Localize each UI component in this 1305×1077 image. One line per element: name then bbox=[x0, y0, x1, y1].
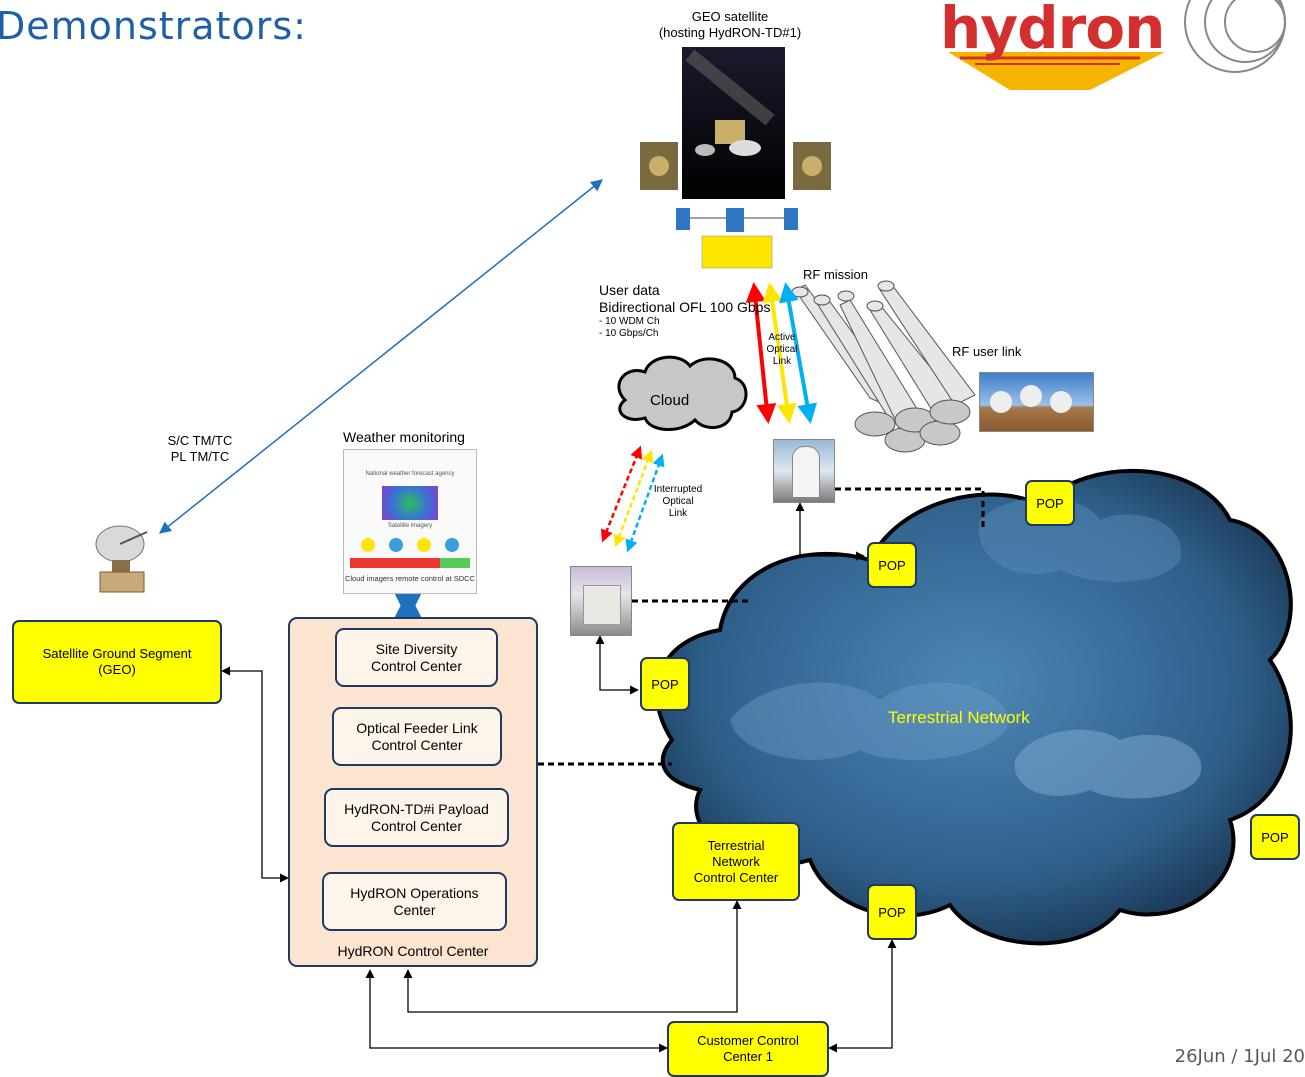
weather-imagery-text: Satellite imagery bbox=[387, 523, 433, 529]
sc-tmtc-label: S/C TM/TC PL TM/TC bbox=[167, 433, 233, 464]
footer-date: 26Jun / 1Jul 20 bbox=[1174, 1046, 1305, 1067]
page-title: Demonstrators: bbox=[0, 4, 307, 48]
rf-mission-beams bbox=[791, 280, 976, 453]
pop-node-top-right: POP bbox=[1025, 480, 1075, 526]
hydron-control-center-label: HydRON Control Center bbox=[337, 943, 489, 959]
cloud-imager-icons bbox=[354, 538, 466, 554]
payload-diagram bbox=[676, 208, 798, 269]
user-data-label: User data Bidirectional OFL 100 Gbps - 1… bbox=[599, 282, 771, 339]
active-optical-link-label: Active Optical Link bbox=[766, 332, 798, 367]
hydron-logo-text: hydron bbox=[940, 0, 1165, 62]
dashed-connections bbox=[538, 487, 985, 766]
partner-logo bbox=[1184, 0, 1286, 73]
weather-monitoring-panel: National weather forecast agency Satelli… bbox=[343, 449, 477, 594]
pop-node-ground-station-1: POP bbox=[640, 657, 690, 711]
pop-node-bottom: POP bbox=[867, 884, 917, 940]
satellite-imagery-thumbnail bbox=[382, 486, 438, 520]
weather-monitoring-label: Weather monitoring bbox=[343, 429, 465, 445]
geo-satellite-label: GEO satellite (hosting HydRON-TD#1) bbox=[658, 9, 802, 40]
terrestrial-network-label: Terrestrial Network bbox=[888, 708, 1030, 727]
weather-agency-text: National weather forecast agency bbox=[365, 471, 455, 477]
cloud-label: Cloud bbox=[650, 392, 690, 409]
active-optical-link-arrows bbox=[745, 282, 818, 424]
interrupted-optical-link-label: Interrupted Optical Link bbox=[653, 484, 703, 519]
rf-user-terminal-photo bbox=[979, 372, 1094, 432]
rf-user-link-label: RF user link bbox=[952, 344, 1022, 359]
satellite-ground-segment-box: Satellite Ground Segment(GEO) bbox=[12, 620, 222, 704]
pop-node-right-edge: POP bbox=[1250, 814, 1300, 860]
rf-mission-label: RF mission bbox=[803, 267, 869, 282]
tmtc-link bbox=[159, 179, 603, 534]
ground-station-1-photo bbox=[570, 566, 632, 636]
terrestrial-network-cloud bbox=[655, 468, 1293, 946]
hydron-logo bbox=[948, 52, 1165, 90]
ground-station-antenna-icon bbox=[92, 518, 154, 594]
ground-station-2-photo bbox=[773, 439, 835, 503]
weather-caption: Cloud imagers remote control at SDCC bbox=[344, 574, 476, 583]
pop-node-ground-station-2: POP bbox=[867, 542, 917, 588]
weather-status-bar bbox=[350, 558, 470, 568]
geo-satellite-image bbox=[640, 47, 831, 199]
interrupted-optical-link-arrows bbox=[600, 445, 665, 553]
